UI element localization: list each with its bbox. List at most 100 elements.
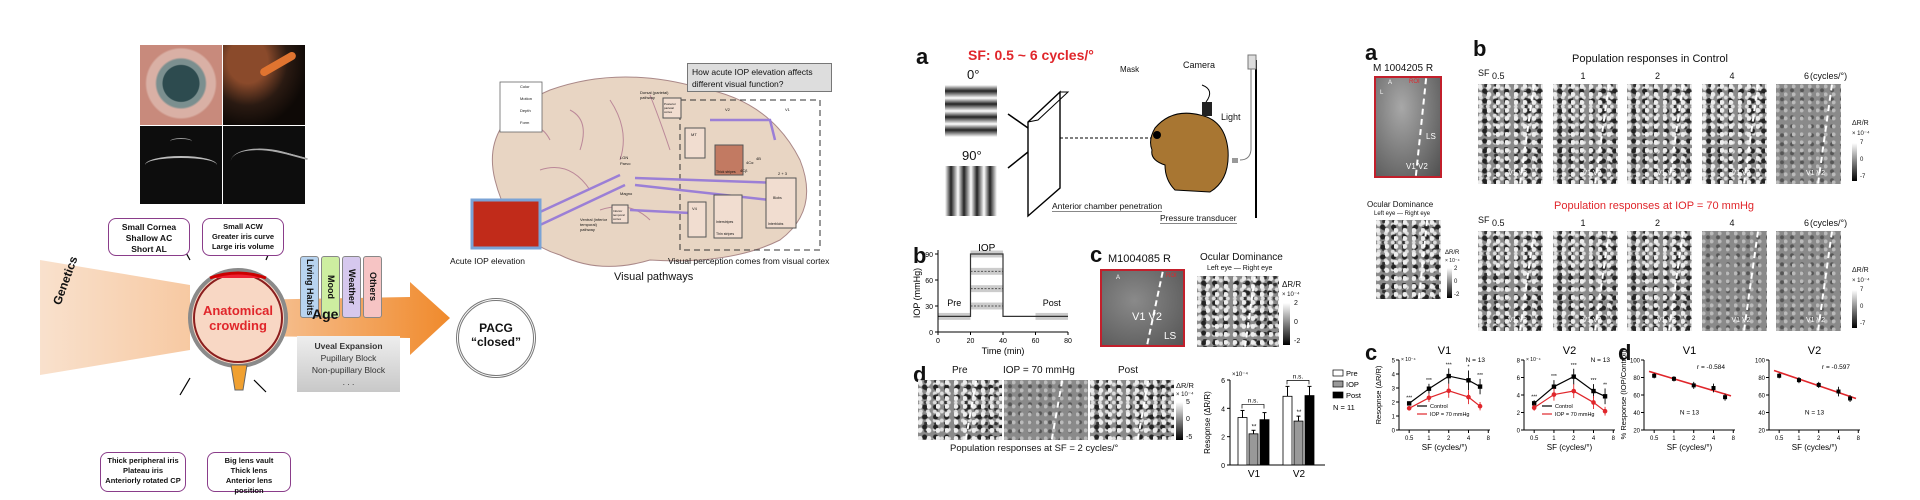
y-tick-label: 2: [1392, 401, 1396, 407]
od-subtitle: Left eye — Right eye: [1207, 265, 1273, 272]
data-point-iop: [1591, 400, 1596, 405]
y-tick-label: 4: [1221, 406, 1225, 413]
f4-l-marker: L: [1380, 90, 1384, 96]
od-cb-tick-min: -2: [1294, 338, 1301, 345]
iop-level-band: [970, 285, 1003, 293]
vessel-a-marker: A: [1116, 275, 1121, 281]
label-blobs: Blobs: [773, 196, 782, 200]
map-post-title: Post: [1118, 365, 1139, 376]
label-magno: Magno: [620, 191, 633, 196]
sf-value-label: 6: [1804, 218, 1810, 228]
factor-living-habits: Living Habits: [300, 256, 319, 318]
sf-value-label: 2: [1655, 218, 1661, 228]
sf-row-label: SF: [1478, 68, 1490, 78]
significance-mark: *: [1468, 365, 1470, 371]
legend-color: Color: [520, 84, 530, 89]
y-tick-label: 20: [1633, 429, 1640, 435]
legend-label: IOP = 70 mmHg: [1555, 412, 1594, 418]
f4-ls: LS: [1426, 132, 1436, 141]
x-tick-label: 1: [1552, 436, 1556, 442]
mask-label: Mask: [1120, 65, 1140, 74]
camera: [1202, 102, 1212, 116]
label-ventral: Ventral (inferior temporal) pathway: [580, 217, 608, 232]
d-cb-label: ΔR/R: [1176, 381, 1194, 390]
significance-mark: ***: [1446, 362, 1452, 368]
label-0deg: 0°: [967, 67, 980, 82]
y-tick-label: 4: [1392, 373, 1396, 379]
y-tick-label: 100: [1755, 359, 1766, 365]
x-axis-label: SF (cycles/°): [1547, 443, 1593, 452]
map-v1v2-label: V1 V2: [1657, 317, 1677, 324]
data-point-control: [1531, 401, 1537, 406]
colorbar-label: ΔR/R: [1852, 267, 1869, 274]
x-tick-label: 2: [1692, 436, 1696, 442]
camera-label: Camera: [1183, 60, 1216, 70]
f4-vessel-map: ROI A L LS V1 V2: [1374, 76, 1442, 178]
x-tick-label: 8: [1612, 436, 1616, 442]
population-response-map: V1 V2: [1627, 231, 1692, 331]
legend-label: Pre: [1346, 369, 1358, 378]
x-tick-label: 20: [967, 338, 975, 345]
legend-label: Post: [1346, 391, 1362, 400]
colorbar-tick: 0: [1860, 157, 1864, 163]
population-response-map: V1 V2: [1478, 231, 1543, 331]
y-tick-label: 0: [929, 330, 933, 337]
label-layer-4b: 4B: [756, 156, 761, 161]
population-response-map: V1 V2: [1627, 84, 1692, 184]
significance-mark: ***: [1426, 378, 1432, 384]
data-point-iop: [1426, 395, 1432, 401]
significance-mark: **: [1252, 424, 1257, 430]
y-tick-label: 2: [1221, 435, 1225, 442]
population-response-map: V1 V2: [1701, 84, 1767, 184]
chart-title: V2: [1808, 345, 1821, 357]
figure-iop-experiment: a SF: 0.5 ~ 6 cycles/° 0° 90° Mask Camer…: [910, 40, 1380, 490]
n-label: N = 13: [1591, 357, 1611, 364]
d-cb-tick-min: -5: [1186, 434, 1193, 441]
population-response-map: V1 V2: [1552, 84, 1618, 184]
f4-d-letter: d: [1618, 340, 1632, 365]
f4-od-tick-min: -2: [1454, 292, 1460, 298]
od-cb-scale: × 10⁻⁴: [1282, 292, 1300, 298]
eye-photo-slit-lamp: [140, 45, 222, 125]
question-box: How acute IOP elevation affects differen…: [687, 63, 832, 92]
legend-form: Form: [520, 120, 530, 125]
significance-mark: **: [1603, 382, 1607, 388]
colorbar-label: × 10⁻⁴: [1852, 131, 1870, 137]
anterior-chamber-label: Anterior chamber penetration: [1052, 201, 1163, 212]
data-point-iop: [1571, 388, 1577, 394]
x-tick-label: 4: [1592, 436, 1596, 442]
sf-value-label: 0.5: [1492, 218, 1505, 228]
y-tick-label: 5: [1392, 359, 1396, 365]
f4-roi: ROI: [1409, 79, 1420, 85]
monitor: [1027, 90, 1061, 218]
f4-panel-b-letter: b: [1473, 36, 1487, 61]
significance-mark: ***: [1591, 378, 1597, 384]
f4-panel-a-letter: a: [1365, 40, 1378, 65]
colorbar-tick: 0: [1860, 304, 1864, 310]
y-tick-label: 100: [1630, 359, 1641, 365]
label-v1: V1: [785, 107, 790, 112]
data-point-control: [1426, 386, 1432, 391]
sf-value-label: 1: [1580, 218, 1586, 228]
mechanisms-box: Uveal Expansion Pupillary Block Non-pupi…: [297, 336, 400, 392]
sf-value-label: 2: [1655, 71, 1661, 81]
sf-value-label: 4: [1729, 71, 1735, 81]
data-point-iop: [1406, 406, 1412, 411]
colorbar-label: × 10⁻⁴: [1852, 278, 1870, 284]
post-label: Post: [1043, 298, 1062, 308]
data-point: [1711, 386, 1716, 390]
eye-photo-slit-beam: [223, 45, 305, 125]
map-v1v2-label: V1 V2: [1508, 170, 1528, 177]
as-oct-scan-1: [140, 126, 222, 204]
map-v1v2-label: V1 V2: [1657, 170, 1677, 177]
data-point-iop: [1477, 403, 1483, 409]
y-tick-label: 0: [1392, 429, 1396, 435]
map-v1v2-label: V1 V2: [1806, 317, 1826, 324]
population-response-map: V1 V2: [1478, 84, 1543, 184]
f4-a-marker: A: [1388, 80, 1393, 86]
label-mt: MT: [691, 132, 697, 137]
